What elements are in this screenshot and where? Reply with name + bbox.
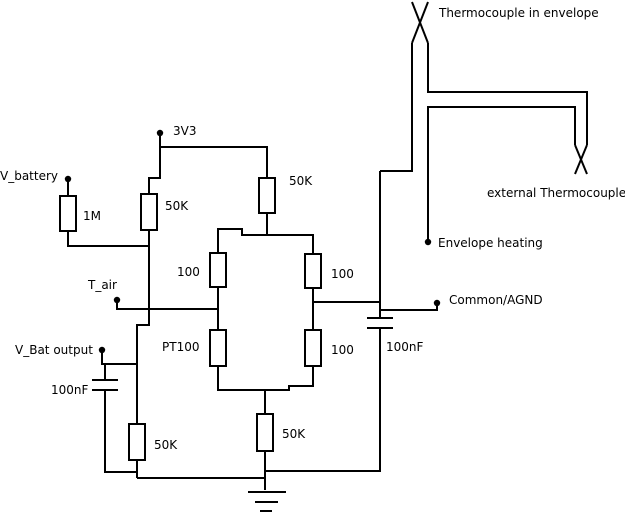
label-3v3: 3V3 [173, 124, 196, 138]
labels: V_battery 3V3 1M 50K 50K 100 100 100 T_a… [0, 6, 625, 452]
resistor-100-lower-right [304, 329, 322, 367]
label-v-bat-output: V_Bat output [15, 343, 93, 357]
resistor-1m [59, 195, 77, 232]
capacitor-left [92, 379, 118, 391]
thermocouple-envelope-icon [411, 1, 429, 44]
terminal-v-bat-output [98, 346, 106, 354]
label-pt100: PT100 [162, 340, 199, 354]
capacitor-right [367, 317, 393, 329]
terminal-3v3 [156, 129, 164, 137]
terminal-common-agnd [433, 299, 441, 307]
resistor-50k-top-right [258, 177, 276, 214]
resistor-50k-top-left [140, 193, 158, 231]
label-r-1m: 1M [83, 209, 101, 223]
terminal-v-battery [64, 175, 72, 183]
terminals [64, 129, 441, 354]
resistors [59, 177, 322, 461]
label-v-battery: V_battery [0, 169, 58, 183]
label-envelope-heating: Envelope heating [438, 236, 543, 250]
label-common-agnd: Common/AGND [449, 293, 543, 307]
resistor-100-upper-left [209, 252, 227, 288]
label-thermocouple-envelope: Thermocouple in envelope [438, 6, 599, 20]
label-external-thermocouple: external Thermocouple [487, 186, 625, 200]
resistor-100-upper-right [304, 253, 322, 289]
external-thermocouple-icon [574, 144, 588, 175]
label-r-50k-top-left: 50K [165, 199, 189, 213]
label-t-air: T_air [87, 278, 117, 292]
capacitors [92, 317, 393, 391]
terminal-t-air [113, 296, 121, 304]
ground-icon [248, 491, 286, 512]
label-r-50k-top-right: 50K [289, 174, 313, 188]
wires [67, 43, 588, 490]
terminal-envelope-heating [424, 238, 432, 246]
resistor-50k-bottom-left [128, 423, 146, 461]
label-c-100nf-left: 100nF [51, 383, 89, 397]
label-r-100-upper-right: 100 [331, 267, 354, 281]
label-r-50k-bottom-mid: 50K [282, 427, 306, 441]
label-r-100-upper-left: 100 [177, 265, 200, 279]
resistor-50k-bottom-mid [256, 413, 274, 452]
label-r-50k-bottom-left: 50K [154, 438, 178, 452]
resistor-pt100 [209, 329, 227, 367]
label-c-100nf-right: 100nF [386, 340, 424, 354]
label-r-100-lower-right: 100 [331, 343, 354, 357]
